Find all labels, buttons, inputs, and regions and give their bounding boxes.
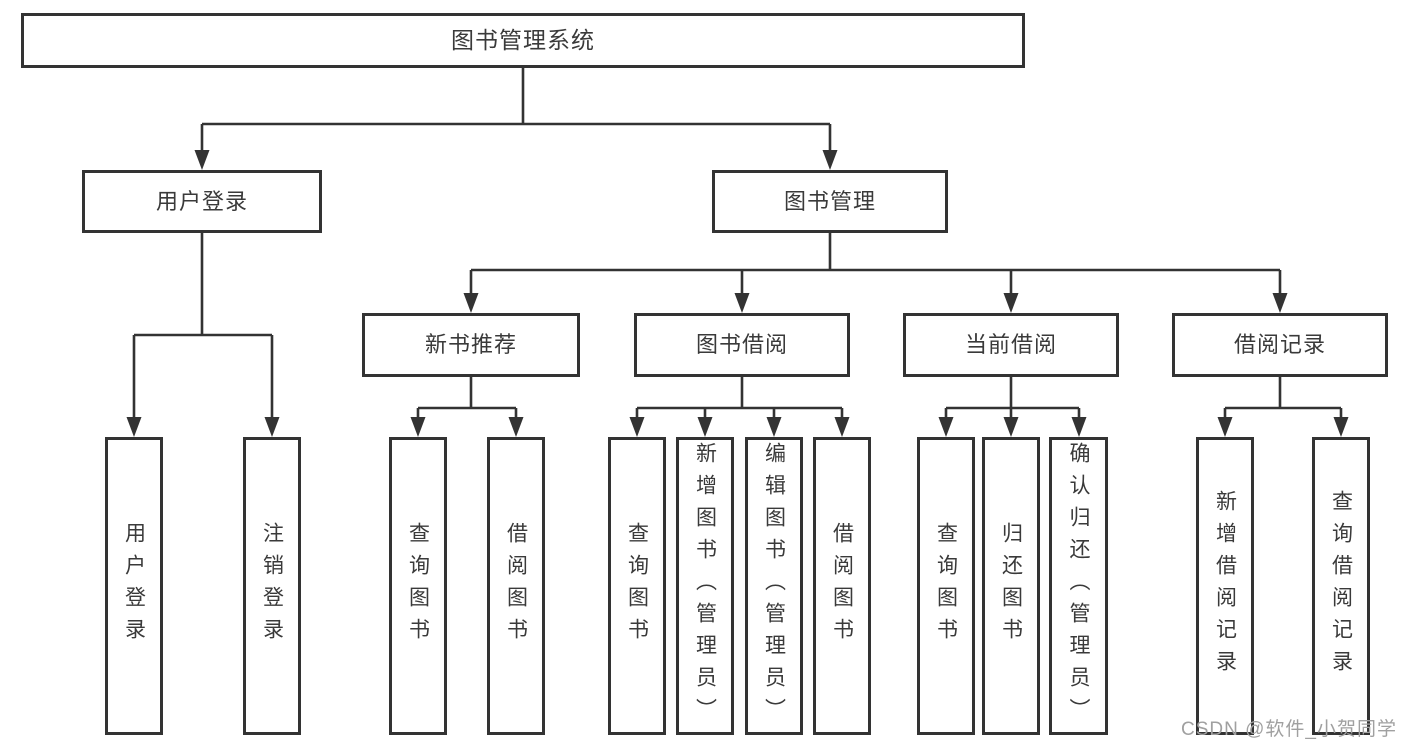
connector-user-login-to-leaves (132, 231, 274, 419)
connector-current-borrow-to-leaves (944, 375, 1081, 419)
connector-book-management-to-level3 (469, 231, 1282, 295)
leaf-br-add-record-label: 新增借阅记录 (1213, 490, 1237, 682)
leaf-user-login: 用户登录 (105, 437, 163, 735)
node-user-login: 用户登录 (82, 170, 322, 233)
leaf-cb-return-books-label: 归还图书 (999, 522, 1023, 650)
arrow-down-icon (1071, 417, 1087, 437)
node-new-book-recommend: 新书推荐 (362, 313, 580, 377)
leaf-bb-add-books-admin: 新增图书（管理员） (676, 437, 734, 735)
node-root-system: 图书管理系统 (21, 13, 1025, 68)
node-book-borrow: 图书借阅 (634, 313, 850, 377)
leaf-nb-query-books: 查询图书 (389, 437, 447, 735)
connector-book-borrow-to-leaves (635, 375, 844, 419)
arrow-down-icon (463, 293, 479, 313)
leaf-cb-query-books: 查询图书 (917, 437, 975, 735)
leaf-bb-edit-books-admin: 编辑图书（管理员） (745, 437, 803, 735)
leaf-cb-confirm-return-admin-label: 确认归还（管理员） (1067, 442, 1090, 730)
leaf-logout: 注销登录 (243, 437, 301, 735)
arrow-down-icon (264, 417, 280, 437)
leaf-cb-return-books: 归还图书 (982, 437, 1040, 735)
arrow-down-icon (938, 417, 954, 437)
leaf-bb-borrow-books-label: 借阅图书 (830, 522, 854, 650)
csdn-watermark: CSDN @软件_小贺同学 (1181, 719, 1397, 740)
arrowhead-icons (126, 150, 1349, 437)
leaf-user-login-label: 用户登录 (122, 522, 146, 650)
arrow-down-icon (629, 417, 645, 437)
leaf-br-query-record-label: 查询借阅记录 (1329, 490, 1353, 682)
connector-root-to-level2 (200, 66, 832, 152)
arrow-down-icon (697, 417, 713, 437)
node-current-borrow: 当前借阅 (903, 313, 1119, 377)
leaf-bb-add-books-admin-label: 新增图书（管理员） (693, 442, 717, 730)
leaf-cb-query-books-label: 查询图书 (934, 522, 958, 650)
arrow-down-icon (834, 417, 850, 437)
leaf-bb-borrow-books: 借阅图书 (813, 437, 871, 735)
node-book-management: 图书管理 (712, 170, 948, 233)
connector-new-book-to-leaves (416, 375, 518, 419)
arrow-down-icon (194, 150, 210, 170)
arrow-down-icon (822, 150, 838, 170)
leaf-bb-edit-books-admin-label: 编辑图书（管理员） (762, 442, 786, 730)
leaf-bb-query-books: 查询图书 (608, 437, 666, 735)
leaf-cb-confirm-return-admin: 确认归还（管理员） (1049, 437, 1108, 735)
arrow-down-icon (1217, 417, 1233, 437)
arrow-down-icon (508, 417, 524, 437)
leaf-br-query-record: 查询借阅记录 (1312, 437, 1370, 735)
leaf-nb-query-books-label: 查询图书 (406, 522, 430, 650)
arrow-down-icon (766, 417, 782, 437)
arrow-down-icon (1333, 417, 1349, 437)
leaf-nb-borrow-books-label: 借阅图书 (504, 522, 528, 650)
arrow-down-icon (1003, 417, 1019, 437)
connector-borrow-records-to-leaves (1223, 375, 1343, 419)
arrow-down-icon (126, 417, 142, 437)
leaf-br-add-record: 新增借阅记录 (1196, 437, 1254, 735)
leaf-bb-query-books-label: 查询图书 (625, 522, 649, 650)
node-borrow-records: 借阅记录 (1172, 313, 1388, 377)
leaf-logout-label: 注销登录 (260, 522, 284, 650)
arrow-down-icon (1272, 293, 1288, 313)
arrow-down-icon (734, 293, 750, 313)
arrow-down-icon (410, 417, 426, 437)
leaf-nb-borrow-books: 借阅图书 (487, 437, 545, 735)
arrow-down-icon (1003, 293, 1019, 313)
